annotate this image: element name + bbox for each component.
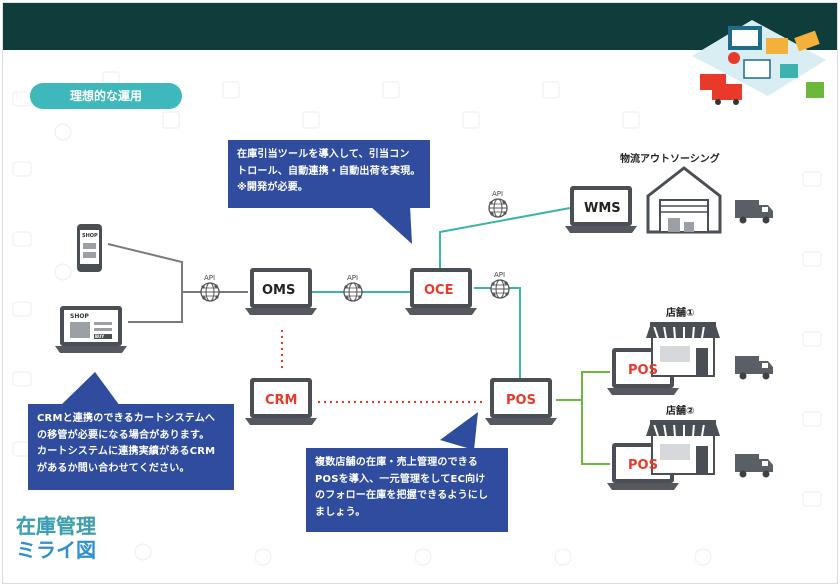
background-pattern [12,71,822,566]
red-dotted-links [281,330,484,403]
callout-top: 在庫引当ツールを導入して、引当コン トロール、自動連携・自動出荷を実現。 ※開発… [228,140,430,208]
api-globe-4 [490,279,510,299]
callout-bottom: 複数店舗の在庫・売上管理のできる POSを導入、一元管理をしてEC向け のフォロ… [306,448,508,532]
gray-links [107,243,248,323]
oms-label: OMS [262,283,296,298]
api-globe-1 [200,282,220,302]
api-label-2: API [347,274,359,282]
api-globe-2 [343,282,363,302]
shop-laptop-label: SHOP [70,313,89,320]
truck-icon-3 [735,454,773,478]
truck-icon-1 [735,200,773,224]
callout-top-line-1: 在庫引当ツールを導入して、引当コン [237,149,410,160]
callout-bottom-line-4: ましょう。 [315,506,366,518]
api-globe-3 [488,198,508,218]
callout-bottom-line-3: のフォロー在庫を把握できるようにし [315,490,489,501]
callout-left-line-3: カートシステムに連携実績があるCRM [37,446,216,457]
callout-top-line-3: ※開発が必要。 [237,182,309,193]
wms-label: WMS [584,201,621,216]
buy-label: BUY [95,334,105,339]
oce-label: OCE [424,283,454,298]
api-label-4: API [494,271,506,279]
section-title-pill: 理想的な運用 [30,83,182,109]
green-links [556,371,610,465]
callout-bottom-line-1: 複数店舗の在庫・売上管理のできる [315,457,478,468]
truck-icon-2 [735,356,773,380]
smartphone-icon [77,224,102,272]
callout-top-tail [370,206,412,244]
logo-line-1: 在庫管理 [16,514,96,538]
warehouse-icon [646,166,722,234]
callout-bottom-line-2: POSを導入、一元管理をしてEC向け [315,473,486,485]
brand-logo: 在庫管理 ミライ図 [16,514,112,572]
pos-store2-label: POS [628,458,658,473]
api-label-3: API [492,190,504,198]
store1-label: 店舗① [666,308,695,319]
crm-label: CRM [265,393,298,408]
logo-line-2: ミライ図 [16,538,96,562]
callout-top-line-2: トロール、自動連携・自動出荷を実現。 [237,165,421,177]
callout-left-line-2: の移管が必要になる場合があります。 [37,429,210,441]
logistics-illustration [692,20,826,105]
api-label-1: API [204,274,216,282]
callout-left-line-1: CRMと連携のできるカートシステムへ [37,413,216,424]
header-band [2,2,838,50]
store2-label: 店舗② [666,406,695,417]
callout-bottom-tail [440,412,478,450]
shop-phone-label: SHOP [82,233,98,239]
pos-store1-label: POS [628,363,658,378]
callout-left-tail [60,372,120,406]
callout-left: CRMと連携のできるカートシステムへ の移管が必要になる場合があります。 カート… [28,404,234,490]
shop-laptop-icon [55,306,127,353]
callout-left-line-4: があるか問い合わせてください。 [37,462,190,474]
outsourcing-label: 物流アウトソーシング [620,154,720,165]
pos-center-label: POS [506,393,536,408]
